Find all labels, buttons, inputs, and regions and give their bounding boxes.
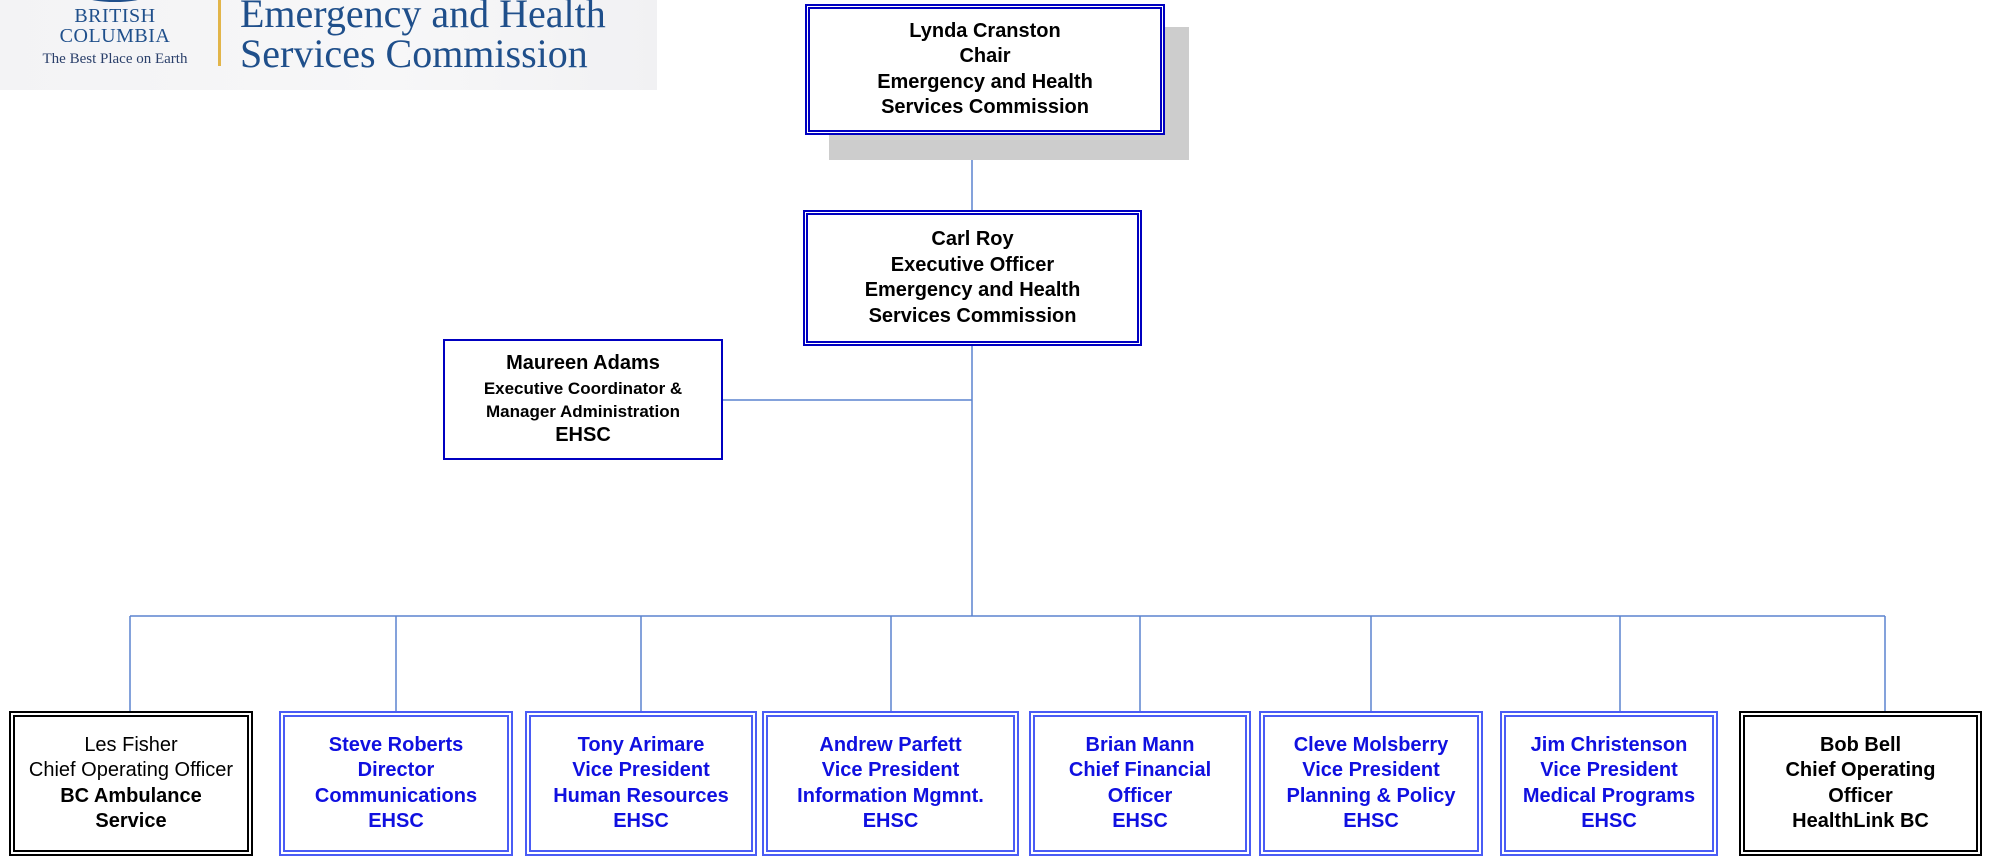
report-line4: EHSC: [862, 810, 919, 832]
report-line1: Cleve Molsberry: [1293, 733, 1449, 756]
report-line3: Human Resources: [553, 784, 729, 807]
report-line4: EHSC: [613, 810, 669, 832]
coordinator-box: Maureen Adams Executive Coordinator & Ma…: [443, 339, 723, 460]
executive-role: Executive Officer: [890, 253, 1055, 276]
report-box-steve-roberts: Steve Roberts Director Communications EH…: [279, 711, 513, 856]
report-line3: Information Mgmnt.: [797, 784, 984, 807]
report-line4: EHSC: [1581, 810, 1637, 832]
report-line3: Medical Programs: [1522, 784, 1696, 807]
report-line2: Chief Operating Officer: [28, 759, 234, 781]
chair-org-line1: Emergency and Health: [877, 70, 1093, 93]
report-box-bob-bell: Bob Bell Chief Operating Officer HealthL…: [1739, 711, 1982, 856]
report-line1: Jim Christenson: [1530, 733, 1688, 756]
report-line3: Planning & Policy: [1286, 784, 1456, 807]
logo-title: Emergency and Health Services Commission: [240, 0, 606, 74]
report-box-andrew-parfett: Andrew Parfett Vice President Informatio…: [762, 711, 1019, 856]
chair-org-line2: Services Commission: [881, 96, 1089, 118]
report-line1: Tony Arimare: [577, 733, 705, 756]
bc-crest-icon: [60, 0, 170, 2]
chair-name: Lynda Cranston: [909, 19, 1061, 42]
report-line3: BC Ambulance: [60, 784, 202, 807]
chair-role: Chair: [959, 45, 1011, 67]
report-line3: Communications: [314, 784, 478, 807]
report-line1: Brian Mann: [1085, 733, 1195, 756]
executive-name: Carl Roy: [931, 228, 1014, 250]
report-line4: Service: [95, 810, 167, 832]
logo-province-line1: BRITISH: [74, 5, 156, 27]
executive-officer-box: Carl Roy Executive Officer Emergency and…: [803, 210, 1142, 346]
report-line1: Steve Roberts: [328, 733, 464, 756]
chair-box: Lynda Cranston Chair Emergency and Healt…: [805, 4, 1165, 135]
logo-divider: [218, 0, 221, 66]
report-line4: EHSC: [1112, 810, 1168, 832]
report-line2: Vice President: [1302, 759, 1440, 781]
report-box-cleve-molsberry: Cleve Molsberry Vice President Planning …: [1259, 711, 1483, 856]
coordinator-org: EHSC: [555, 423, 611, 446]
coordinator-role-line1: Executive Coordinator &: [483, 378, 683, 398]
report-line1: Bob Bell: [1819, 733, 1902, 756]
report-line2: Vice President: [572, 759, 710, 781]
report-line4: HealthLink BC: [1792, 810, 1929, 832]
logo-title-line1: Emergency and Health: [240, 0, 606, 36]
report-line2: Vice President: [821, 759, 960, 781]
report-box-les-fisher: Les Fisher Chief Operating Officer BC Am…: [9, 711, 253, 856]
report-line3: Officer: [1107, 784, 1173, 807]
executive-org-line1: Emergency and Health: [864, 279, 1081, 301]
report-line1: Les Fisher: [84, 733, 178, 756]
report-line4: EHSC: [1343, 810, 1399, 832]
report-line2: Vice President: [1540, 759, 1678, 781]
executive-org-line2: Services Commission: [868, 304, 1077, 327]
bc-wordmark: BRITISH COLUMBIA The Best Place on Earth: [10, 6, 220, 67]
coordinator-name: Maureen Adams: [506, 352, 660, 374]
logo-province-line2: COLUMBIA: [59, 25, 171, 47]
logo-tagline: The Best Place on Earth: [42, 51, 188, 67]
report-line1: Andrew Parfett: [819, 733, 962, 756]
report-line2: Director: [357, 759, 435, 781]
report-line3: Officer: [1828, 784, 1893, 807]
logo-title-line2: Services Commission: [240, 31, 588, 76]
bc-logo-banner: BRITISH COLUMBIA The Best Place on Earth…: [0, 0, 657, 90]
report-line2: Chief Financial: [1068, 759, 1212, 781]
coordinator-role-line2: Manager Administration: [486, 401, 680, 421]
report-box-brian-mann: Brian Mann Chief Financial Officer EHSC: [1029, 711, 1251, 856]
report-line4: EHSC: [368, 810, 424, 832]
report-box-tony-arimare: Tony Arimare Vice President Human Resour…: [525, 711, 757, 856]
report-line2: Chief Operating: [1785, 759, 1936, 781]
report-box-jim-christenson: Jim Christenson Vice President Medical P…: [1500, 711, 1718, 856]
